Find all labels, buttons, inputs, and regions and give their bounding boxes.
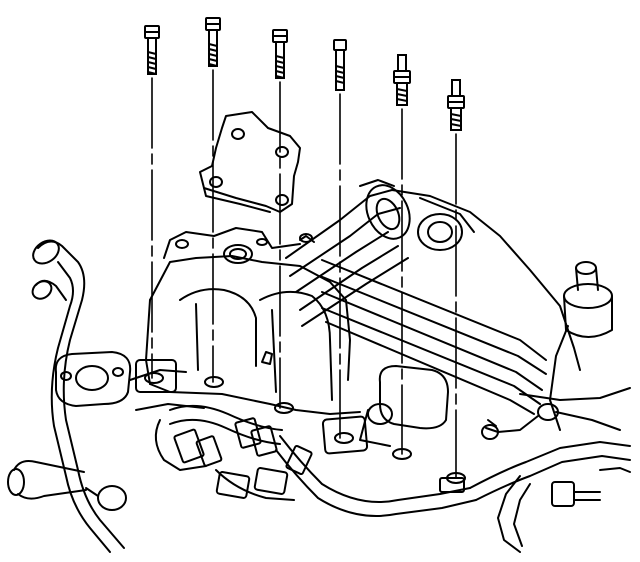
bolt-bosses bbox=[135, 359, 466, 484]
manifold-small-studs bbox=[261, 351, 499, 433]
valve-cover bbox=[285, 179, 581, 415]
thermostat-flange bbox=[54, 351, 187, 407]
coolant-outlet bbox=[359, 365, 631, 447]
fastener-3-bolt bbox=[272, 29, 288, 409]
fastener-1-bolt bbox=[144, 25, 160, 379]
fastener-6-stud-nut bbox=[447, 79, 465, 479]
fastener-2-bolt bbox=[205, 17, 221, 383]
throttle-bracket bbox=[199, 111, 301, 213]
fastener-5-stud-nut bbox=[393, 54, 411, 455]
fastener-4-stud bbox=[333, 39, 347, 439]
left-coolant-pipe bbox=[7, 239, 127, 553]
fastener-layer bbox=[144, 17, 465, 479]
wiring-harness bbox=[154, 404, 631, 553]
intake-manifold bbox=[135, 227, 361, 415]
electrical-connectors bbox=[173, 417, 601, 507]
oil-fill-neck bbox=[549, 261, 613, 431]
